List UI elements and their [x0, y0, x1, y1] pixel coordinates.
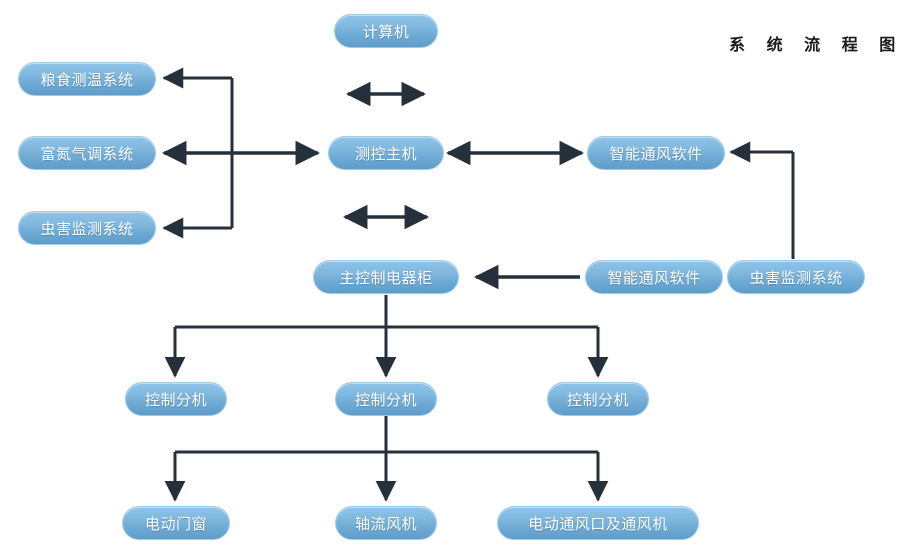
node-ventilation-software-middle[interactable]: 智能通风软件 [585, 260, 723, 294]
node-nitrogen-atmosphere-system[interactable]: 富氮气调系统 [18, 136, 156, 170]
node-sub-control-unit-3[interactable]: 控制分机 [547, 382, 649, 416]
node-electric-doors-windows[interactable]: 电动门窗 [122, 506, 230, 540]
node-main-control-cabinet[interactable]: 主控制电器柜 [313, 260, 459, 294]
page-title: 系 统 流 程 图 [729, 35, 900, 54]
node-ventilation-software-top[interactable]: 智能通风软件 [587, 136, 725, 170]
node-pest-monitoring-system-right[interactable]: 虫害监测系统 [727, 260, 865, 294]
node-axial-flow-fan[interactable]: 轴流风机 [335, 506, 437, 540]
node-electric-vents-fans[interactable]: 电动通风口及通风机 [497, 506, 699, 540]
node-sub-control-unit-1[interactable]: 控制分机 [125, 382, 227, 416]
node-grain-temperature-system[interactable]: 粮食测温系统 [18, 62, 156, 96]
node-computer[interactable]: 计算机 [334, 14, 438, 48]
node-measurement-control-host[interactable]: 测控主机 [328, 136, 444, 170]
node-pest-monitoring-system-left[interactable]: 虫害监测系统 [18, 211, 156, 245]
node-sub-control-unit-2[interactable]: 控制分机 [335, 382, 437, 416]
